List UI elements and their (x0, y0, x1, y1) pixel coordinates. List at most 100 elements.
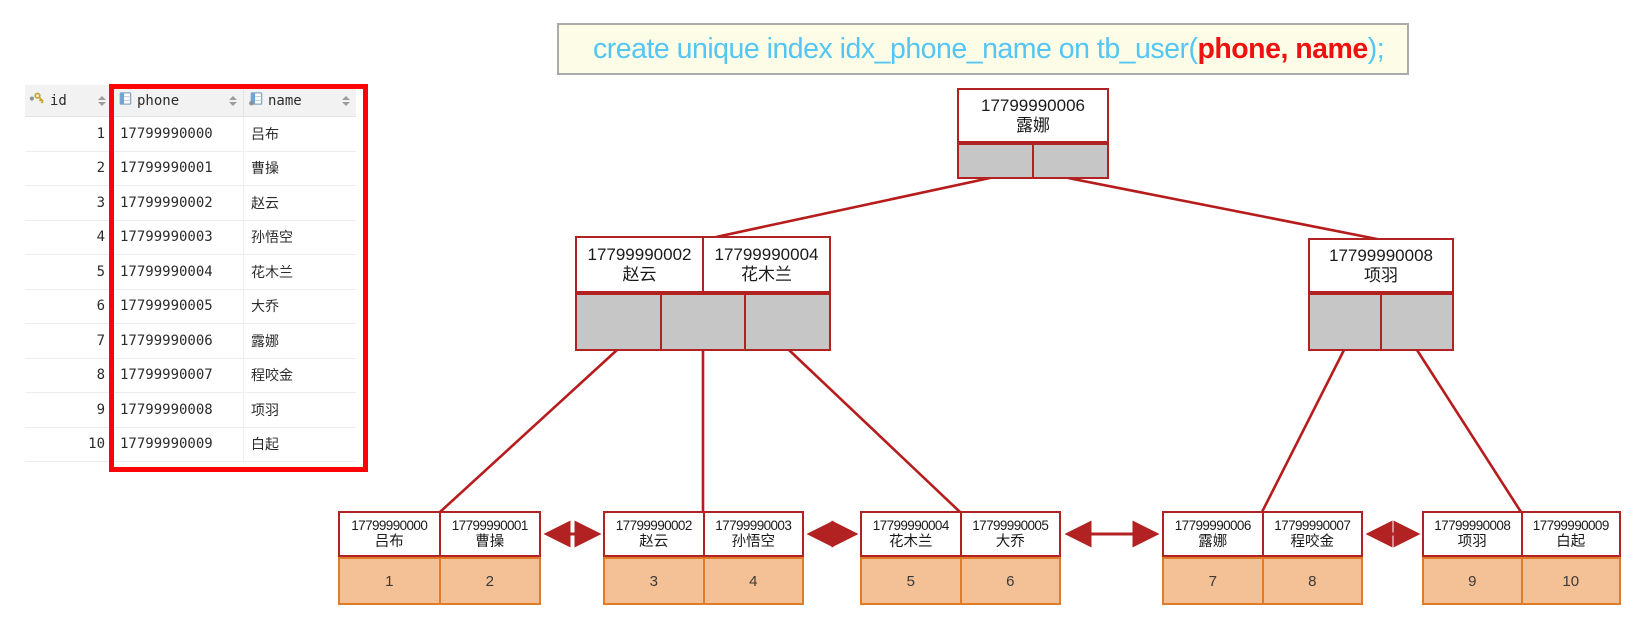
leaf-row-id: 5 (862, 559, 960, 603)
table-row: 7 17799990006 露娜 (25, 324, 356, 359)
internal-key: 17799990004 花木兰 (702, 238, 829, 291)
table-icon (117, 91, 133, 110)
internal-key: 17799990002 赵云 (577, 238, 702, 291)
cell-id[interactable]: 4 (25, 220, 113, 254)
leaf-row-id: 4 (702, 559, 802, 603)
key-phone: 17799990007 (1274, 518, 1351, 534)
key-phone: 17799990006 (1174, 518, 1252, 534)
column-header-phone[interactable]: phone (113, 85, 244, 116)
internal-pointers (1308, 293, 1454, 351)
cell-id[interactable]: 1 (25, 117, 113, 151)
pointer-cell (1380, 295, 1452, 349)
key-name: 露娜 (1198, 533, 1228, 550)
cell-name[interactable]: 曹操 (251, 161, 279, 178)
key-icon (29, 91, 46, 110)
table-row: 5 17799990004 花木兰 (25, 255, 356, 290)
key-phone: 17799990001 (451, 518, 529, 534)
leaf-row-id: 6 (959, 559, 1059, 603)
sort-icon[interactable] (342, 95, 352, 106)
key-name: 花木兰 (741, 264, 792, 284)
column-header-name[interactable]: name (244, 85, 356, 116)
pointer-cell (1032, 145, 1107, 177)
cell-name[interactable]: 孙悟空 (251, 230, 293, 247)
cell-name[interactable]: 吕布 (251, 126, 279, 143)
key-phone: 17799990000 (351, 518, 428, 534)
leaf-row-id: 10 (1520, 559, 1619, 603)
pointer-cell (577, 295, 660, 349)
key-name: 花木兰 (889, 533, 933, 550)
cell-phone[interactable]: 17799990005 (113, 289, 244, 323)
table-row: 3 17799990002 赵云 (25, 186, 356, 221)
cell-phone[interactable]: 17799990002 (113, 186, 244, 220)
key-phone: 17799990006 (980, 95, 1085, 115)
key-name: 孙悟空 (731, 533, 776, 550)
cell-id[interactable]: 9 (25, 393, 113, 427)
cell-name[interactable]: 花木兰 (251, 264, 293, 281)
table-row: 10 17799990009 白起 (25, 427, 356, 462)
cell-name[interactable]: 赵云 (251, 195, 279, 212)
leaf-row-id: 8 (1261, 559, 1361, 603)
cell-name[interactable]: 大乔 (251, 299, 279, 316)
cell-phone[interactable]: 17799990009 (113, 427, 244, 461)
cell-id[interactable]: 2 (25, 151, 113, 185)
cell-phone[interactable]: 17799990007 (113, 358, 244, 392)
sql-text: create unique index idx_phone_name on tb… (593, 32, 1198, 65)
tree-internal-node-left: 17799990002 赵云 17799990004 花木兰 (575, 236, 831, 351)
key-name: 露娜 (1016, 115, 1050, 135)
leaf-row-id: 7 (1164, 559, 1262, 603)
cell-id[interactable]: 8 (25, 358, 113, 392)
root-pointers (957, 143, 1109, 179)
cell-name[interactable]: 程咬金 (251, 368, 293, 385)
table-row: 9 17799990008 项羽 (25, 393, 356, 428)
cell-phone[interactable]: 17799990000 (113, 117, 244, 151)
grid-header-row: id phone (25, 85, 356, 117)
key-name: 项羽 (1457, 533, 1487, 550)
leaf-key: 17799990004 花木兰 (862, 513, 960, 555)
key-name: 程咬金 (1290, 533, 1335, 550)
sort-icon[interactable] (229, 95, 239, 106)
leaf-key: 17799990009 白起 (1520, 513, 1620, 555)
key-phone: 17799990004 (872, 518, 950, 534)
leaf-row-id: 3 (605, 559, 703, 603)
key-name: 大乔 (995, 533, 1025, 550)
cell-id[interactable]: 3 (25, 186, 113, 220)
cell-id[interactable]: 6 (25, 289, 113, 323)
cell-phone[interactable]: 17799990006 (113, 324, 244, 358)
key-phone: 17799990009 (1532, 518, 1610, 534)
column-label: name (268, 92, 302, 109)
table-row: 8 17799990007 程咬金 (25, 358, 356, 393)
column-label: phone (137, 92, 180, 109)
sql-statement-box: create unique index idx_phone_name on tb… (557, 23, 1409, 75)
leaf-node-3: 17799990004 花木兰 17799990005 大乔 5 6 (860, 511, 1061, 605)
cell-id[interactable]: 7 (25, 324, 113, 358)
leaf-row-id: 2 (438, 559, 539, 603)
cell-phone[interactable]: 17799990004 (113, 255, 244, 289)
leaf-key: 17799990002 赵云 (605, 513, 703, 555)
cell-id[interactable]: 5 (25, 255, 113, 289)
tree-internal-node-right: 17799990008 项羽 (1308, 238, 1454, 351)
result-grid: id phone (25, 85, 356, 462)
pointer-cell (744, 295, 830, 349)
cell-name[interactable]: 露娜 (251, 333, 279, 350)
pointer-cell (959, 145, 1032, 177)
key-phone: 17799990008 (1434, 518, 1511, 534)
cell-name[interactable]: 项羽 (251, 402, 279, 419)
sort-icon[interactable] (98, 95, 108, 106)
key-phone: 17799990005 (972, 518, 1049, 534)
key-name: 赵云 (622, 264, 657, 284)
leaf-key: 17799990008 项羽 (1424, 513, 1521, 555)
column-header-id[interactable]: id (25, 85, 113, 116)
cell-name[interactable]: 白起 (251, 437, 279, 454)
cell-id[interactable]: 10 (25, 427, 113, 461)
cell-phone[interactable]: 17799990003 (113, 220, 244, 254)
internal-pointers (575, 293, 831, 351)
column-label: id (50, 92, 67, 109)
leaf-row-id: 1 (340, 559, 439, 603)
cell-phone[interactable]: 17799990001 (113, 151, 244, 185)
key-phone: 17799990002 (587, 244, 692, 264)
tree-root-node: 17799990006 露娜 (957, 88, 1109, 179)
cell-phone[interactable]: 17799990008 (113, 393, 244, 427)
key-phone: 17799990004 (714, 244, 819, 264)
leaf-node-1: 17799990000 吕布 17799990001 曹操 1 2 (338, 511, 541, 605)
